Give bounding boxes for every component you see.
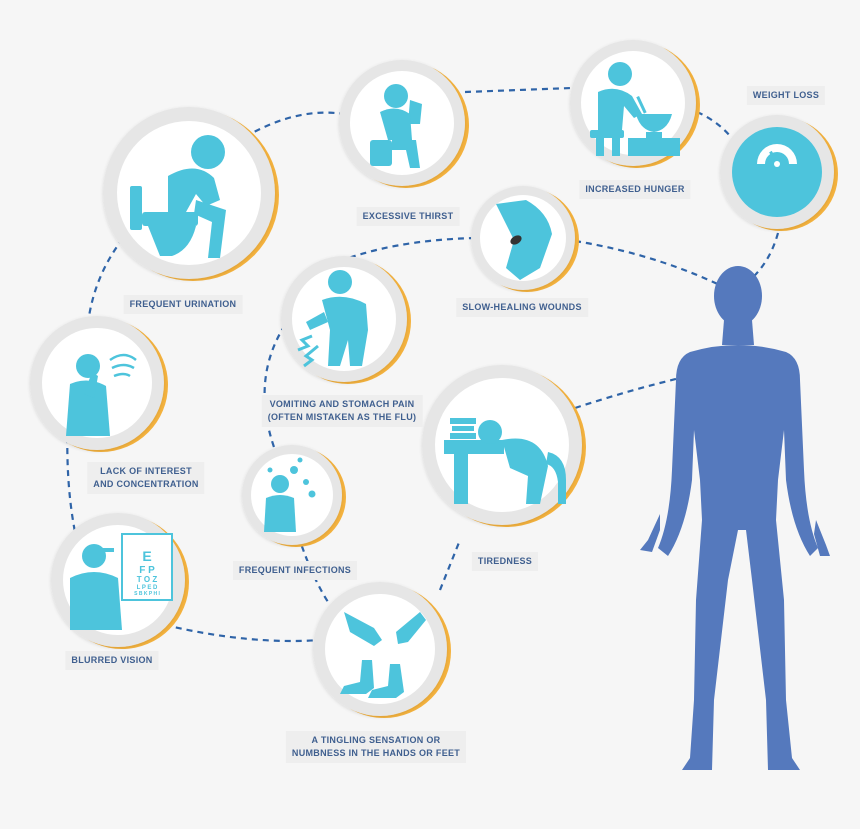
label-excessive-thirst: EXCESSIVE THIRST (356, 207, 460, 226)
slow-healing-wounds-node (471, 186, 579, 292)
eye-chart-icon: E F P T O Z L P E D S B K P H I (70, 533, 173, 630)
hands-feet-icon (340, 612, 426, 698)
label-blurred-vision: BLURRED VISION (65, 651, 159, 670)
wounded-knee-icon (496, 200, 552, 280)
blurred-vision-node: E F P T O Z L P E D S B K P H I (51, 513, 189, 649)
frequent-urination-node (103, 107, 279, 281)
eye-chart-line-2: F P (139, 565, 155, 576)
human-body-figure (640, 266, 830, 770)
lack-of-interest-node (30, 316, 168, 452)
weight-loss-node (720, 115, 838, 231)
eye-chart-line-5: S B K P H I (134, 591, 160, 597)
label-increased-hunger: INCREASED HUNGER (579, 180, 691, 199)
stomach-pain-icon (297, 270, 368, 368)
eye-chart-line-3: T O Z (137, 575, 158, 584)
toilet-person-icon (130, 135, 226, 258)
eye-chart-line-1: E (142, 548, 151, 564)
thinking-person-icon (66, 353, 137, 436)
tired-person-desk-icon (444, 418, 566, 504)
increased-hunger-node (570, 40, 700, 168)
eating-person-icon (590, 62, 680, 156)
drinking-person-icon (370, 84, 422, 168)
excessive-thirst-node (339, 60, 469, 188)
label-lack-of-interest: LACK OF INTEREST AND CONCENTRATION (87, 462, 205, 494)
label-weight-loss: WEIGHT LOSS (746, 86, 826, 105)
label-frequent-infections: FREQUENT INFECTIONS (232, 561, 358, 580)
label-vomiting: VOMITING AND STOMACH PAIN (OFTEN MISTAKE… (261, 395, 423, 427)
scale-gauge-icon (757, 144, 797, 167)
tiredness-node (422, 365, 586, 527)
germs-person-icon (264, 457, 316, 532)
frequent-infections-node (242, 445, 346, 547)
label-tiredness: TIREDNESS (471, 552, 539, 571)
label-frequent-urination: FREQUENT URINATION (123, 295, 243, 314)
label-tingling: A TINGLING SENSATION OR NUMBNESS IN THE … (285, 731, 467, 763)
vomiting-node (281, 256, 411, 384)
label-slow-healing-wounds: SLOW-HEALING WOUNDS (456, 298, 588, 317)
eye-chart-line-4: L P E D (137, 585, 158, 591)
tingling-node (313, 582, 451, 718)
